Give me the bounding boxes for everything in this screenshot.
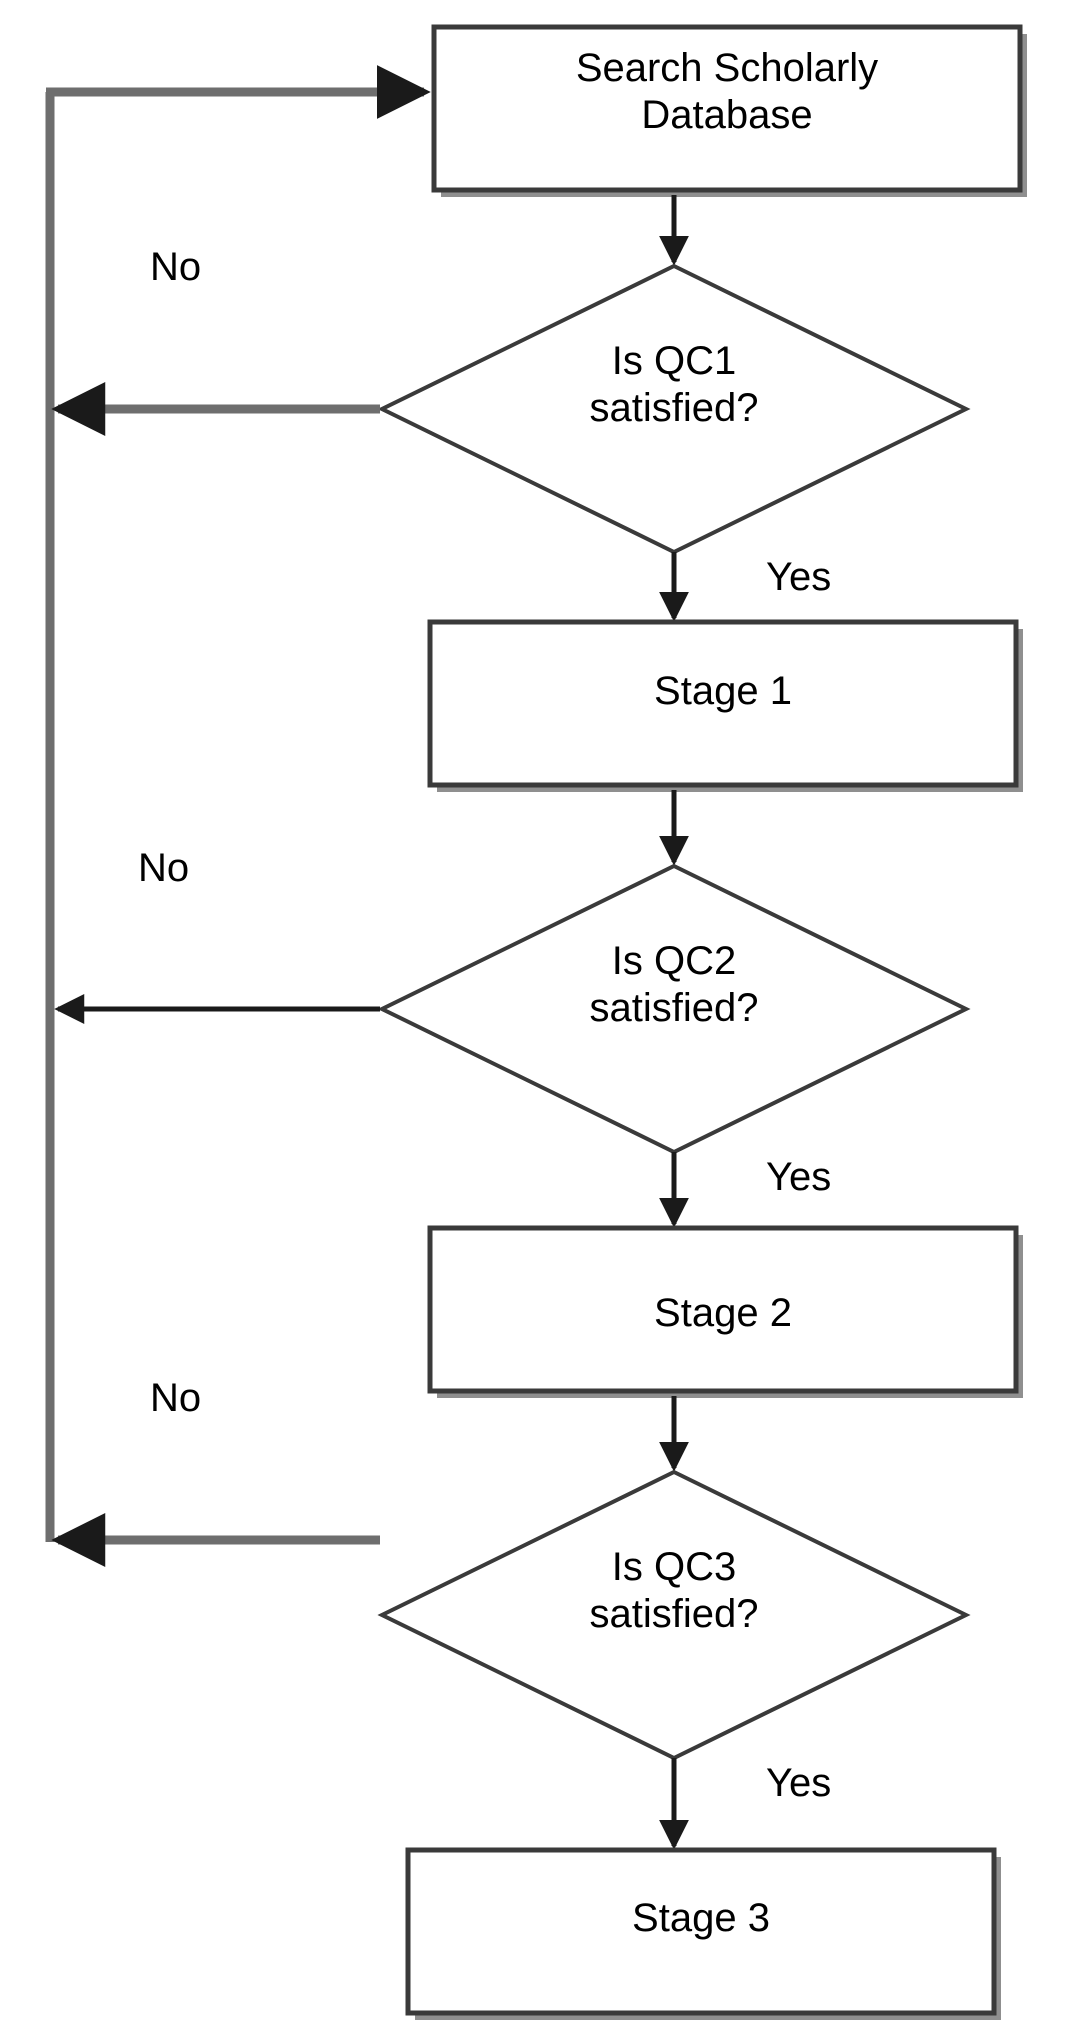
- node-decision-qc2[interactable]: [377, 863, 971, 1155]
- edge-label-no-qc3: No: [150, 1376, 202, 1420]
- node-stage-2[interactable]: [427, 1225, 1023, 1398]
- node-stage-1[interactable]: [427, 619, 1023, 792]
- edge-label-yes-qc1: Yes: [766, 555, 832, 599]
- edge-label-yes-qc3: Yes: [766, 1761, 832, 1805]
- edge-label-yes-qc2: Yes: [766, 1155, 832, 1199]
- edge-label-no-qc2: No: [138, 846, 190, 890]
- node-stage-3[interactable]: [405, 1847, 1001, 2020]
- node-decision-qc1[interactable]: [377, 263, 971, 555]
- edge-label-no-qc1: No: [150, 245, 202, 289]
- node-search-scholarly-database[interactable]: [431, 24, 1027, 197]
- node-decision-qc3[interactable]: [377, 1469, 971, 1761]
- return-path-spine: [45, 65, 431, 1542]
